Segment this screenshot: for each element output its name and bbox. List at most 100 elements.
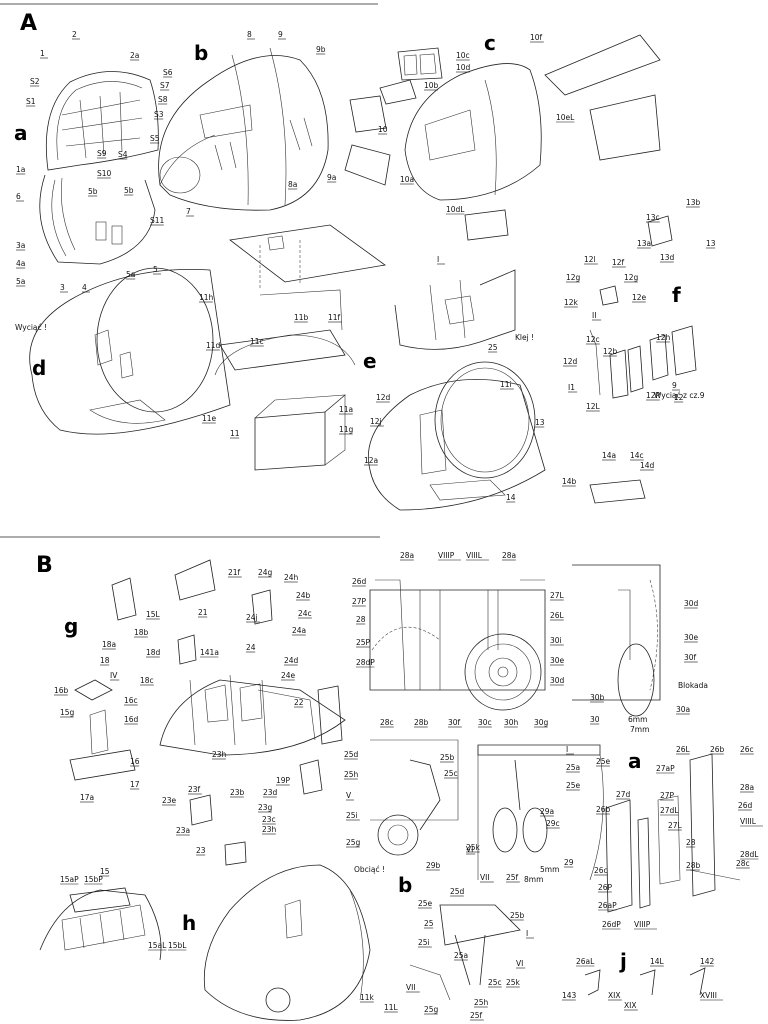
partB-label-122: 28a <box>740 783 754 792</box>
partB-label-52: 28b <box>414 718 429 727</box>
partB-label-61: 30a <box>676 705 690 714</box>
partA-label-11: S9 <box>97 149 107 158</box>
partA-label-3: S2 <box>30 77 40 86</box>
partB-label-53: 30f <box>448 718 461 727</box>
partA-label-7: S1 <box>26 97 36 106</box>
partA-label-28: 9b <box>316 45 326 54</box>
partB-label-101: 25g <box>424 1005 439 1014</box>
part-b2-struts <box>370 739 604 1001</box>
partB-label-2: 24h <box>284 573 299 582</box>
partA-label-64: 13d <box>660 253 675 262</box>
partB-label-112: 28b <box>686 861 701 870</box>
partA-label-77: 14 <box>506 493 516 502</box>
partB-label-75: 25k <box>466 843 481 852</box>
partA-label-42: 11f <box>328 313 341 322</box>
partB-label-38: 27P <box>352 597 367 606</box>
partA-label-20: 4a <box>16 259 25 268</box>
partA-label-4: S6 <box>163 68 173 77</box>
sub-h-label: h <box>182 911 196 935</box>
partB-label-15: 18d <box>146 648 161 657</box>
partA-label-0: 1 <box>40 49 45 58</box>
partB-label-76: 29c <box>546 819 560 828</box>
partB-label-103: 26L <box>676 745 691 754</box>
partB-label-121: VIIIL <box>740 817 757 826</box>
note-wyciac-cz9: Wyciąć z cz.9 <box>654 391 705 400</box>
note-6mm: 6mm <box>628 715 647 724</box>
partA-label-54: 12g <box>624 273 639 282</box>
partA-label-34: 10b <box>424 81 439 90</box>
partB-label-50: 30d <box>550 676 565 685</box>
partB-label-102: 25f <box>470 1011 483 1020</box>
partA-label-33: 10d <box>456 63 471 72</box>
note-wyciac-1: Wyciąć ! <box>15 323 47 332</box>
partB-label-42: 28a <box>502 551 516 560</box>
partB-label-86: 15bL <box>168 941 187 950</box>
partB-label-16: 18 <box>100 656 110 665</box>
partA-label-72: 13 <box>535 418 545 427</box>
partA-label-38: 10f <box>530 33 543 42</box>
note-8mm: 8mm <box>524 875 543 884</box>
partB-label-94: I <box>526 929 528 938</box>
partB-label-46: 25P <box>356 638 371 647</box>
partB-label-90: 25d <box>450 887 465 896</box>
note-blokada: Blokada <box>678 681 708 690</box>
partB-label-8: 24d <box>284 656 299 665</box>
partA-label-63: 13 <box>706 239 716 248</box>
partB-label-35: 17a <box>80 793 94 802</box>
partB-label-128: XIX <box>624 1001 637 1010</box>
partB-label-82: 15 <box>100 867 110 876</box>
partB-label-104: 26b <box>710 745 725 754</box>
partA-label-68: 12L <box>586 402 601 411</box>
partA-label-80: 14d <box>640 461 655 470</box>
partA-label-73: 11i <box>500 380 512 389</box>
sub-d-label: d <box>32 356 46 380</box>
partB-label-91: 25b <box>510 911 525 920</box>
partB-label-131: 141a <box>200 648 219 657</box>
partA-label-78: 14a <box>602 451 616 460</box>
partA-label-14: 1a <box>16 165 25 174</box>
partB-label-51: 28c <box>380 718 394 727</box>
partB-label-74: 29b <box>426 861 441 870</box>
partB-label-96: VII <box>406 983 416 992</box>
partA-label-8: S3 <box>154 110 164 119</box>
partB-label-114: 26P <box>598 883 613 892</box>
partB-label-4: 24c <box>298 609 312 618</box>
partB-label-87: 11k <box>360 993 375 1002</box>
partB-label-89: 25e <box>418 899 433 908</box>
partA-label-27: 9 <box>278 30 283 39</box>
partB-label-23: 16 <box>130 757 140 766</box>
partB-label-72: 25i <box>346 811 358 820</box>
sub-f-label: f <box>672 283 681 307</box>
partA-label-21: 5a <box>16 277 25 286</box>
partB-label-118: 28 <box>686 838 696 847</box>
partB-label-58: 30e <box>684 633 699 642</box>
partA-label-26: 8 <box>247 30 252 39</box>
partB-label-3: 24b <box>296 591 311 600</box>
partB-label-20: 15g <box>60 708 75 717</box>
partA-label-15: 6 <box>16 192 21 201</box>
partA-label-45: 11e <box>202 414 217 423</box>
partB-label-126: 142 <box>700 957 715 966</box>
partA-label-35: 10 <box>378 125 388 134</box>
partB-label-7: 24 <box>246 643 256 652</box>
partB-label-84: 15bP <box>84 875 103 884</box>
partA-label-44: 11c <box>250 337 264 346</box>
partA-label-29: 8a <box>288 180 297 189</box>
partA-label-52: 12g <box>566 273 581 282</box>
partB-label-9: 24e <box>281 671 296 680</box>
partA-label-36: 10a <box>400 175 414 184</box>
part-f-frames <box>589 215 697 399</box>
partB-label-69: 25e <box>566 781 581 790</box>
partB-label-31: 23a <box>176 826 190 835</box>
partB-label-56: 30g <box>534 718 549 727</box>
partB-label-40: VIIIP <box>438 551 455 560</box>
partB-label-71: V <box>346 791 352 800</box>
partB-label-27: 23b <box>230 788 245 797</box>
partB-label-0: 21f <box>228 568 241 577</box>
partB-label-37: 26d <box>352 577 367 586</box>
partB-label-30: 23g <box>258 803 273 812</box>
partB-label-73: 25g <box>346 838 361 847</box>
partA-label-79: 14c <box>630 451 644 460</box>
note-obciac: Obciąć ! <box>354 865 385 874</box>
